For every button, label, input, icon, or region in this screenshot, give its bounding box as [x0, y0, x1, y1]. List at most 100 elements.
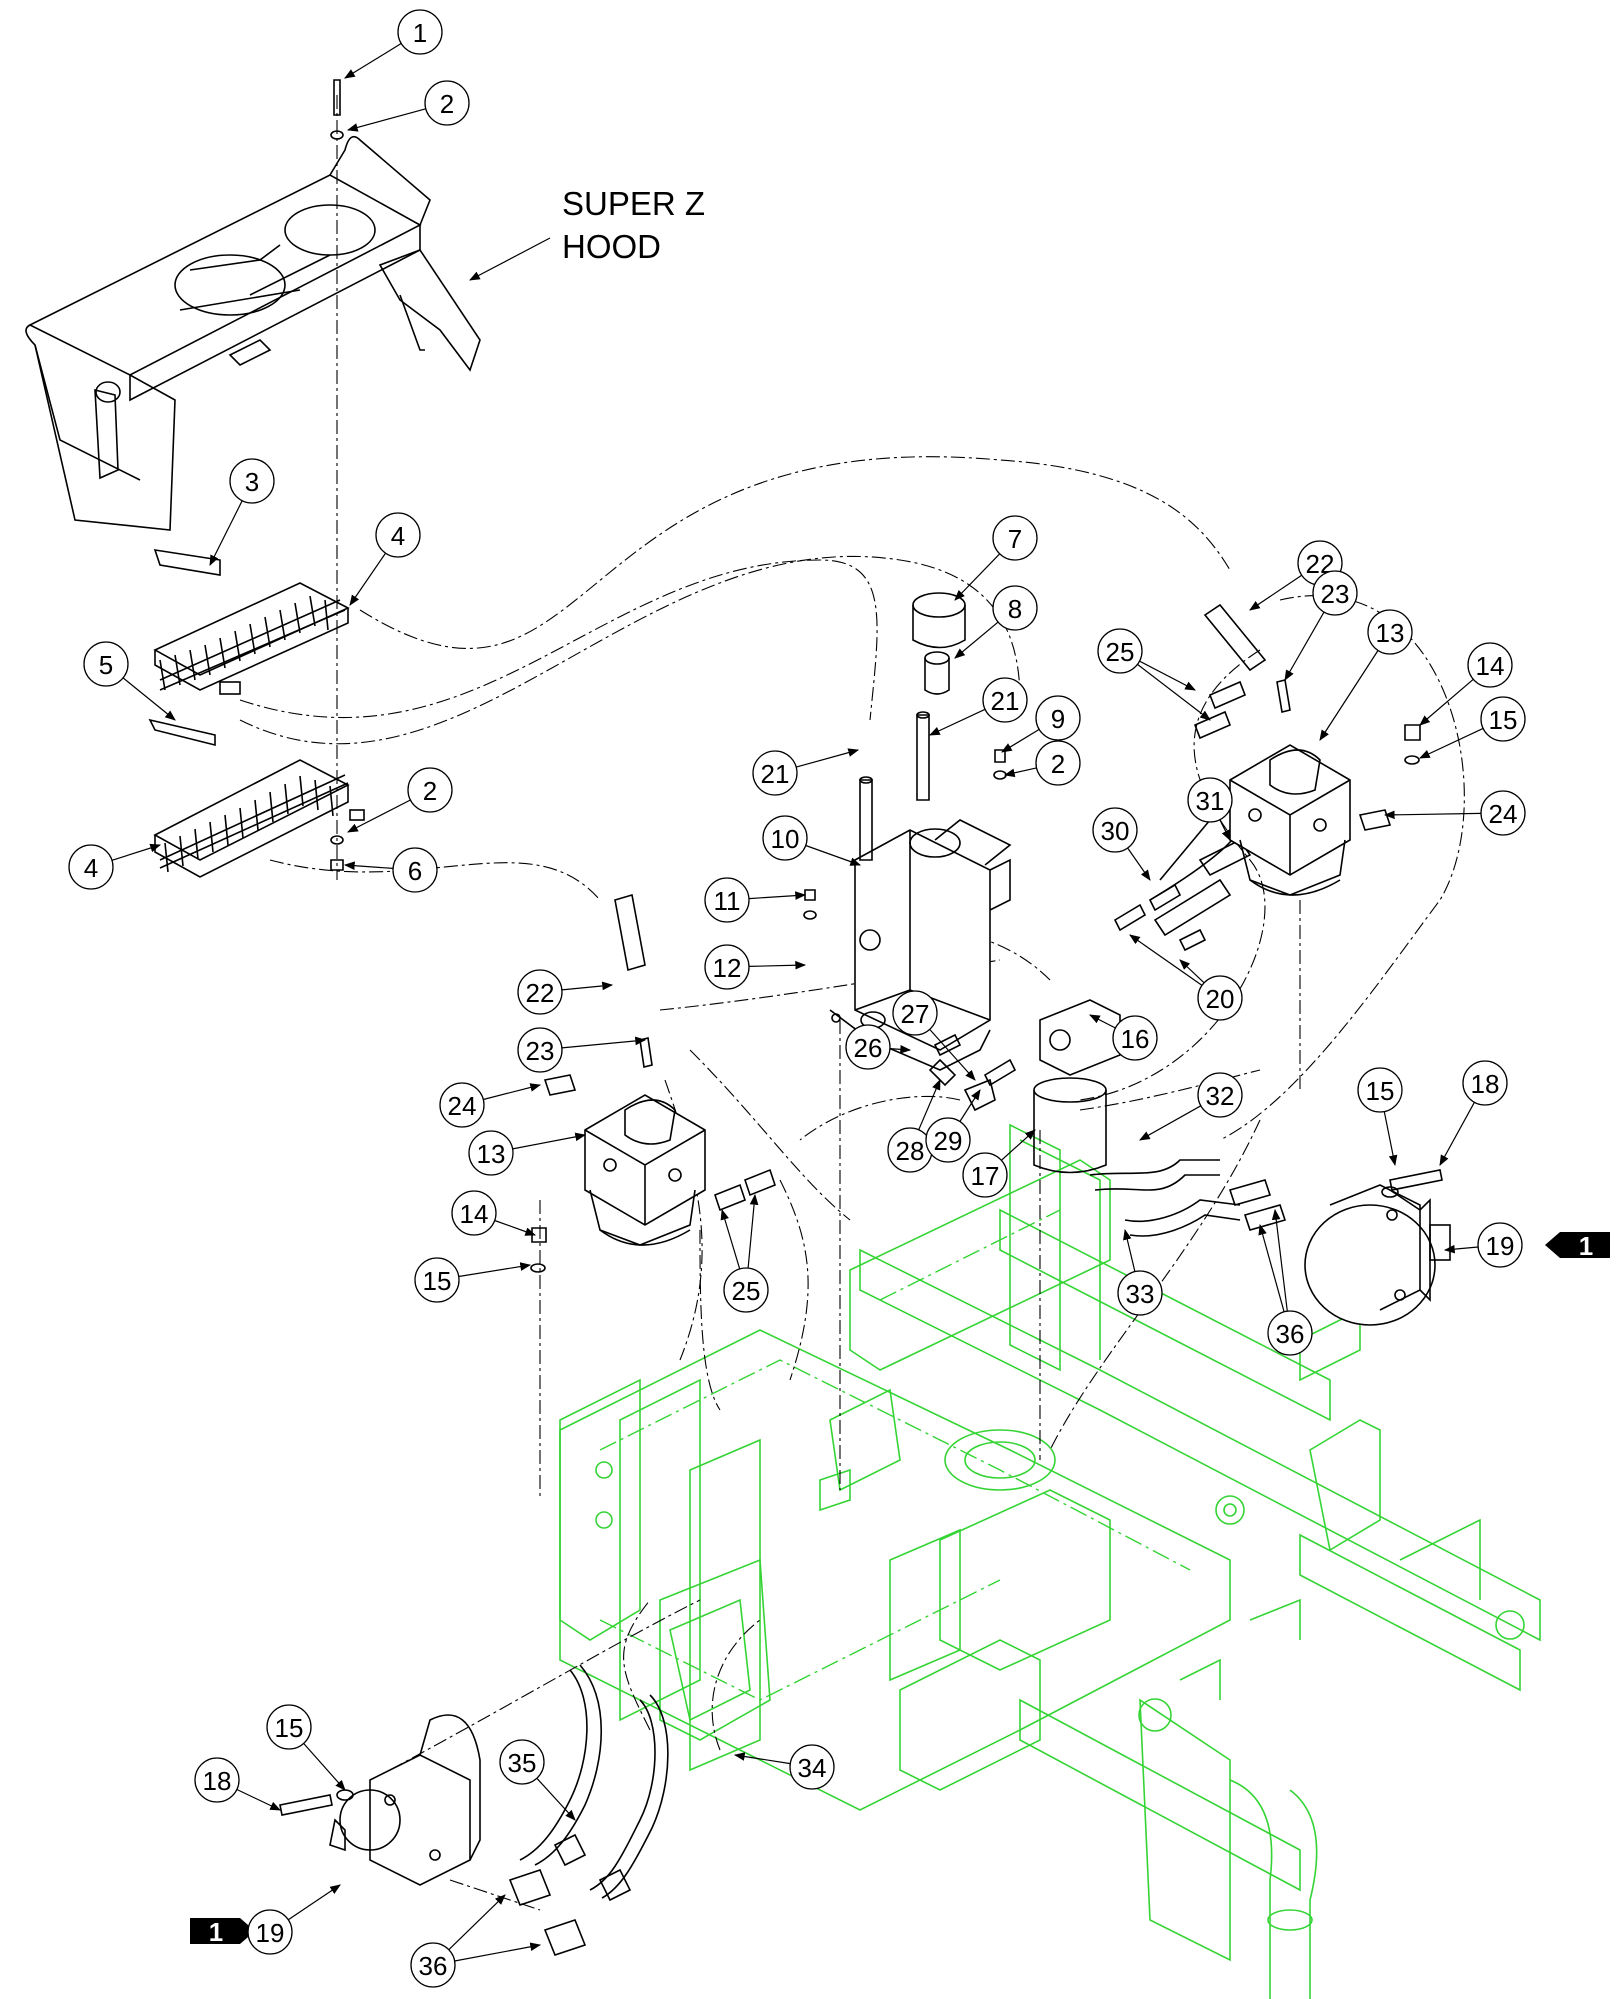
callout-4: 4 [349, 512, 421, 606]
callout-number: 1 [413, 18, 427, 48]
callout-number: 36 [419, 1951, 448, 1981]
callout-6: 6 [343, 847, 438, 893]
callout-35: 35 [499, 1739, 576, 1821]
callout-leader [287, 1884, 341, 1921]
callout-number: 28 [896, 1136, 925, 1166]
chassis-frame [559, 1123, 1541, 1999]
callout-15: 15 [1419, 696, 1526, 759]
callout-bubble [397, 9, 443, 55]
callout-leader [111, 843, 162, 861]
callout-bubble [1367, 609, 1413, 655]
callout-leader [1123, 1228, 1136, 1272]
callout-leader [720, 1208, 741, 1270]
callout-number: 20 [1206, 984, 1235, 1014]
callout-leader [454, 1942, 542, 1962]
callout-leader [1271, 1208, 1288, 1312]
callout-34: 34 [733, 1744, 835, 1790]
hydro-pump-left [584, 1094, 706, 1246]
callout-leader [748, 960, 807, 970]
callout-leader [494, 1219, 537, 1236]
callout-bubble [992, 515, 1038, 561]
callout-bubble [468, 1130, 514, 1176]
callout-5: 5 [83, 641, 176, 721]
callout-bubble [845, 1024, 891, 1070]
callout-leader [929, 1028, 976, 1081]
callout-number: 2 [423, 776, 437, 806]
callout-15: 15 [414, 1257, 532, 1303]
callout-leader [1419, 727, 1484, 759]
callout-4: 4 [68, 843, 162, 890]
callout-number: 26 [854, 1033, 883, 1063]
callout-25: 25 [1097, 628, 1211, 721]
callout-number: 5 [99, 650, 113, 680]
callout-leader [343, 861, 394, 870]
callout-bubble [1462, 1060, 1508, 1106]
callout-leader [349, 552, 387, 606]
callout-30: 30 [1092, 807, 1151, 881]
callout-11: 11 [704, 877, 807, 923]
callout-24: 24 [1383, 790, 1526, 836]
callout-number: 8 [1008, 594, 1022, 624]
wheel-motor-right [1304, 1184, 1451, 1326]
callout-number: 3 [245, 467, 259, 497]
hydro-pump-right [1229, 744, 1351, 896]
callout-number: 17 [971, 1161, 1000, 1191]
callout-leader [805, 844, 862, 866]
callout-leader [458, 1262, 532, 1278]
callout-number: 33 [1126, 1279, 1155, 1309]
callout-leader [1439, 1102, 1475, 1166]
callout-number: 23 [526, 1036, 555, 1066]
callout-21: 21 [929, 677, 1028, 736]
callout-bubble [1480, 696, 1526, 742]
hose-routing-lines [239, 95, 1465, 1911]
callout-8: 8 [954, 585, 1038, 659]
callout-bubble [982, 677, 1028, 723]
callout-number: 21 [761, 759, 790, 789]
callout-bubble [1197, 975, 1243, 1021]
callout-number: 10 [771, 824, 800, 854]
super-z-hood [25, 135, 481, 531]
callout-bubble [83, 641, 129, 687]
cooler-brackets [148, 549, 221, 747]
callout-bubble [1097, 628, 1143, 674]
callout-28: 28 [887, 1079, 941, 1173]
callout-bubble [414, 1257, 460, 1303]
callout-leader [1000, 1129, 1036, 1161]
callout-number: 35 [508, 1748, 537, 1778]
callout-bubble [229, 458, 275, 504]
oil-cooler-upper [153, 582, 350, 695]
callout-23: 23 [517, 1027, 647, 1073]
callout-number: 12 [713, 953, 742, 983]
callout-number: 13 [1376, 618, 1405, 648]
callout-leader [303, 1743, 346, 1791]
callout-leader [1127, 847, 1151, 881]
callout-number: 4 [84, 853, 98, 883]
callout-number: 14 [460, 1199, 489, 1229]
callout-bubble [962, 1152, 1008, 1198]
callout-bubble [499, 1739, 545, 1785]
callout-7: 7 [954, 515, 1038, 601]
callout-bubble [723, 1267, 769, 1313]
callout-number: 22 [526, 978, 555, 1008]
reference-tag-left-text: 1 [209, 1917, 223, 1947]
callout-bubble [375, 512, 421, 558]
callout-2: 2 [347, 767, 453, 833]
callout-bubble [1035, 740, 1081, 786]
callout-13: 13 [1319, 609, 1413, 741]
reference-tag-right: 1 [1545, 1231, 1610, 1261]
filter-head [1039, 999, 1121, 1076]
callout-3: 3 [209, 458, 275, 566]
callout-bubble [266, 1704, 312, 1750]
callout-19: 19 [1443, 1222, 1523, 1268]
callout-number: 15 [1366, 1076, 1395, 1106]
callout-number: 11 [714, 886, 741, 916]
hood-label: SUPER Z HOOD [469, 185, 705, 281]
callout-number: 24 [448, 1091, 477, 1121]
callout-leader [1383, 1111, 1398, 1167]
callout-number: 18 [203, 1766, 232, 1796]
callout-leader [1129, 934, 1203, 986]
callout-leader [344, 42, 402, 79]
callout-bubble [451, 1190, 497, 1236]
callout-leader [448, 1894, 506, 1951]
